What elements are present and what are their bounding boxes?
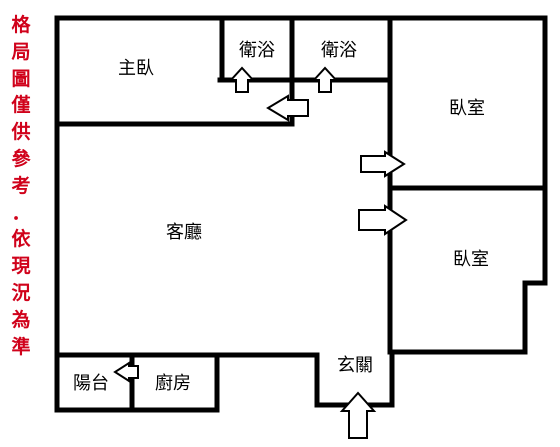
entrance-door-arrow-icon bbox=[339, 391, 377, 439]
bedroom-1-door-arrow-icon bbox=[360, 150, 406, 178]
bathroom-1-door-arrow-icon bbox=[228, 66, 256, 93]
disclaimer-char: 供 bbox=[11, 121, 31, 144]
balcony-door-arrow-icon bbox=[113, 361, 139, 383]
disclaimer-char: 參 bbox=[11, 147, 31, 170]
disclaimer-char: 為 bbox=[11, 308, 31, 331]
entrance-label: 玄關 bbox=[337, 355, 373, 376]
bedroom-2-door-arrow-icon bbox=[358, 204, 408, 236]
room-labels: 主臥 衛浴 衛浴 臥室 臥室 客廳 陽台 廚房 玄關 bbox=[73, 40, 489, 394]
disclaimer-char: ． bbox=[11, 201, 31, 224]
master-bedroom-label: 主臥 bbox=[118, 58, 154, 79]
kitchen-label: 廚房 bbox=[155, 372, 191, 394]
door-arrows bbox=[113, 66, 408, 439]
bedroom-2-label: 臥室 bbox=[453, 249, 489, 270]
disclaimer-char: 考 bbox=[11, 174, 31, 197]
bathroom-2-label: 衛浴 bbox=[321, 40, 357, 61]
disclaimer-char: 況 bbox=[11, 281, 31, 304]
disclaimer-char: 僅 bbox=[11, 94, 31, 117]
living-room-label: 客廳 bbox=[166, 222, 202, 243]
disclaimer-char: 圖 bbox=[11, 67, 31, 90]
disclaimer-char: 局 bbox=[11, 40, 31, 63]
disclaimer-char: 依 bbox=[11, 228, 31, 251]
master-bedroom-door-arrow-icon bbox=[266, 94, 309, 122]
bathroom-2-door-arrow-icon bbox=[311, 66, 339, 93]
disclaimer-char: 準 bbox=[11, 335, 31, 358]
disclaimer-char: 現 bbox=[11, 255, 31, 278]
disclaimer-char: 格 bbox=[11, 14, 31, 36]
bathroom-1-label: 衛浴 bbox=[239, 40, 275, 61]
outer-wall-upper bbox=[54, 15, 548, 355]
bedroom-1-label: 臥室 bbox=[449, 98, 485, 119]
balcony-kitchen-shell bbox=[54, 349, 220, 413]
master-bedroom-bottom-wall bbox=[54, 79, 295, 127]
walls bbox=[54, 15, 548, 413]
disclaimer-text: 格 局 圖 僅 供 參 考 ． 依 現 況 為 準 bbox=[8, 12, 34, 360]
balcony-label: 陽台 bbox=[73, 373, 109, 394]
